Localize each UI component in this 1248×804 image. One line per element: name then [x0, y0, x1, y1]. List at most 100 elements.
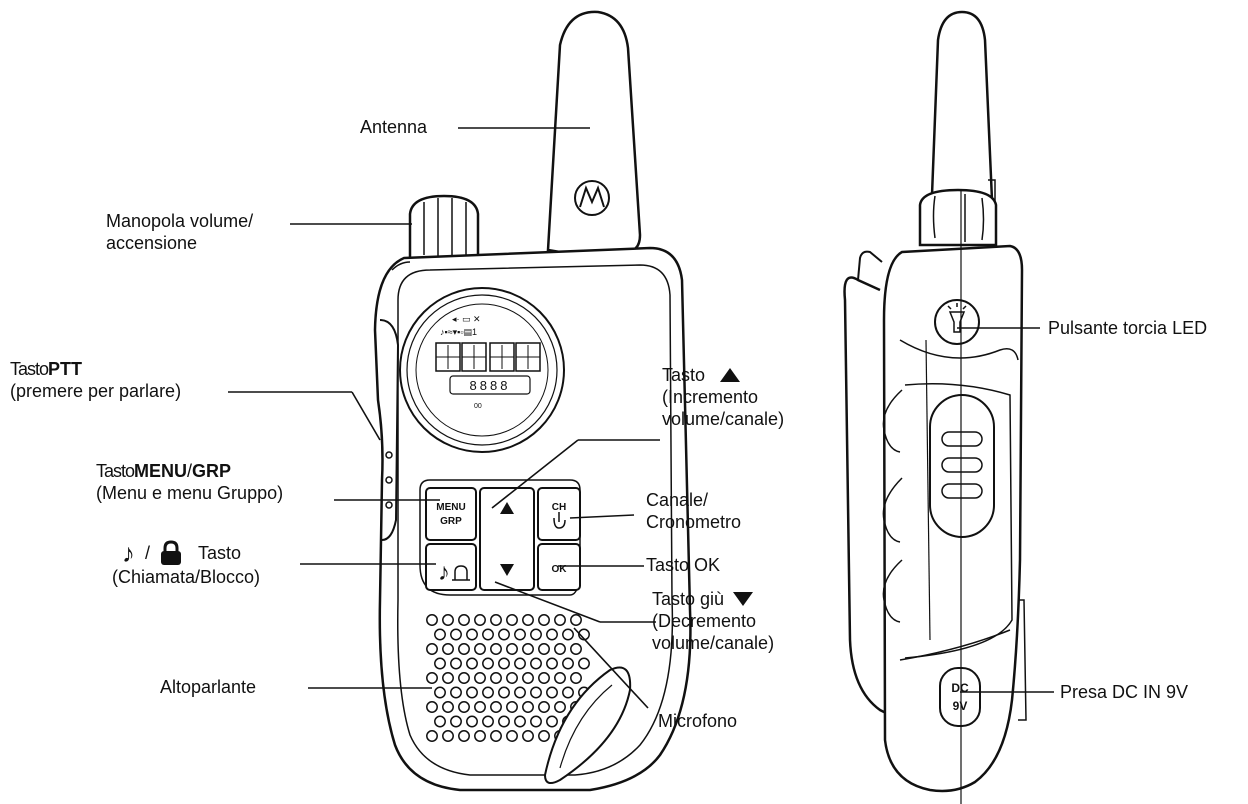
speaker-hole [546, 628, 558, 641]
label-ptt-line2: (premere per parlare) [10, 381, 182, 401]
speaker-hole [442, 643, 454, 655]
speaker-hole [434, 657, 446, 670]
speaker-hole [434, 686, 446, 699]
speaker-hole [426, 701, 438, 713]
speaker-hole [474, 701, 486, 713]
label-channel-timer-line1: Canale/ [646, 490, 709, 510]
speaker-hole [450, 628, 462, 641]
menu-key-text-2: GRP [440, 516, 462, 527]
speaker-hole [490, 614, 502, 626]
speaker-hole [466, 628, 478, 641]
side-ptt-button[interactable] [929, 394, 995, 538]
speaker-hole [562, 686, 574, 699]
speaker-hole [490, 701, 502, 713]
label-down-key-line2: (Decremento [652, 611, 757, 631]
speaker-hole [554, 701, 566, 713]
speaker-hole [554, 614, 566, 626]
label-dc-jack: Presa DC IN 9V [1060, 682, 1189, 702]
speaker-hole [514, 715, 526, 728]
label-speaker: Altoparlante [160, 677, 257, 697]
leader-lines [228, 127, 1054, 709]
padlock-icon [161, 540, 182, 565]
speaker-hole [466, 657, 478, 670]
speaker-hole [546, 715, 558, 728]
label-volume-knob: Manopola volume/ accensione [106, 210, 253, 254]
label-menu-bold2: GRP [192, 461, 232, 481]
label-down-key-line1: Tasto giù [652, 589, 725, 609]
speaker-hole [482, 628, 494, 641]
speaker-hole [506, 730, 518, 742]
up-arrow-icon [500, 502, 514, 514]
antenna [546, 10, 642, 254]
speaker-hole [506, 614, 518, 626]
label-volume-knob-line1: Manopola volume/ [106, 211, 254, 231]
call-lock-key-icon: ♪ [438, 559, 450, 586]
speaker-hole [442, 614, 454, 626]
lcd-digits: 8888 [470, 378, 511, 393]
speaker-hole [514, 657, 526, 670]
belt-clip [843, 276, 901, 722]
ok-button[interactable] [537, 543, 581, 591]
motorola-logo-icon [574, 180, 610, 216]
microphone-slot [543, 666, 632, 785]
speaker-hole [498, 686, 510, 699]
speaker-hole [546, 686, 558, 699]
speaker-hole [562, 628, 574, 641]
label-ptt: TastoPTT (premere per parlare) [10, 358, 181, 402]
label-down-key-line3: volume/canale) [652, 633, 775, 653]
label-channel-timer: Canale/ Cronometro [646, 489, 741, 533]
label-volume-knob-line2: accensione [106, 233, 198, 253]
speaker-hole [426, 730, 438, 742]
speaker-hole [450, 715, 462, 728]
label-menu-line2: (Menu e menu Gruppo) [96, 483, 284, 503]
speaker-hole [490, 643, 502, 655]
dc-jack: DC 9V [939, 667, 981, 727]
side-volume-knob [918, 188, 998, 247]
speaker-hole [570, 614, 582, 626]
label-call-lock-slash: / [145, 543, 151, 563]
label-menu-grp: TastoMENU/GRP (Menu e menu Gruppo) [96, 460, 283, 504]
label-torch-button: Pulsante torcia LED [1048, 318, 1208, 338]
speaker-hole [562, 657, 574, 670]
speaker-hole [450, 686, 462, 699]
speaker-hole [498, 657, 510, 670]
music-note-icon: ♪ [122, 538, 135, 568]
up-down-rocker[interactable] [479, 487, 535, 591]
label-ok-key: Tasto OK [646, 555, 721, 575]
speaker-hole [522, 643, 534, 655]
ch-key-text: CH [552, 502, 566, 513]
down-arrow-icon [500, 564, 514, 576]
torch-button[interactable] [934, 299, 980, 345]
speaker-hole [474, 672, 486, 684]
speaker-hole [426, 614, 438, 626]
up-triangle-icon [720, 368, 741, 382]
speaker-hole [458, 730, 470, 742]
speaker-hole [482, 715, 494, 728]
volume-knob [408, 194, 480, 260]
timer-icon [553, 512, 566, 529]
speaker-hole [522, 730, 534, 742]
speaker-hole [522, 672, 534, 684]
speaker-hole [538, 730, 550, 742]
svg-text:◂· ▭ ✕: ◂· ▭ ✕ [452, 314, 481, 324]
menu-key-text-1: MENU [436, 502, 465, 513]
menu-grp-button[interactable] [425, 487, 477, 541]
label-call-lock-line2: (Chiamata/Blocco) [112, 567, 261, 587]
speaker-hole [538, 614, 550, 626]
leader-channel-timer [569, 514, 635, 519]
speaker-hole [442, 701, 454, 713]
speaker-hole [426, 672, 438, 684]
label-microphone: Microfono [658, 711, 738, 731]
speaker-hole [538, 643, 550, 655]
speaker-hole [514, 628, 526, 641]
speaker-hole [458, 643, 470, 655]
label-ptt-bold: PTT [48, 359, 83, 379]
speaker-hole [474, 614, 486, 626]
speaker-hole [546, 657, 558, 670]
speaker-hole [442, 730, 454, 742]
leader-microphone [573, 627, 649, 709]
speaker-hole [442, 672, 454, 684]
speaker-hole [578, 657, 590, 670]
call-lock-button[interactable] [425, 543, 477, 591]
